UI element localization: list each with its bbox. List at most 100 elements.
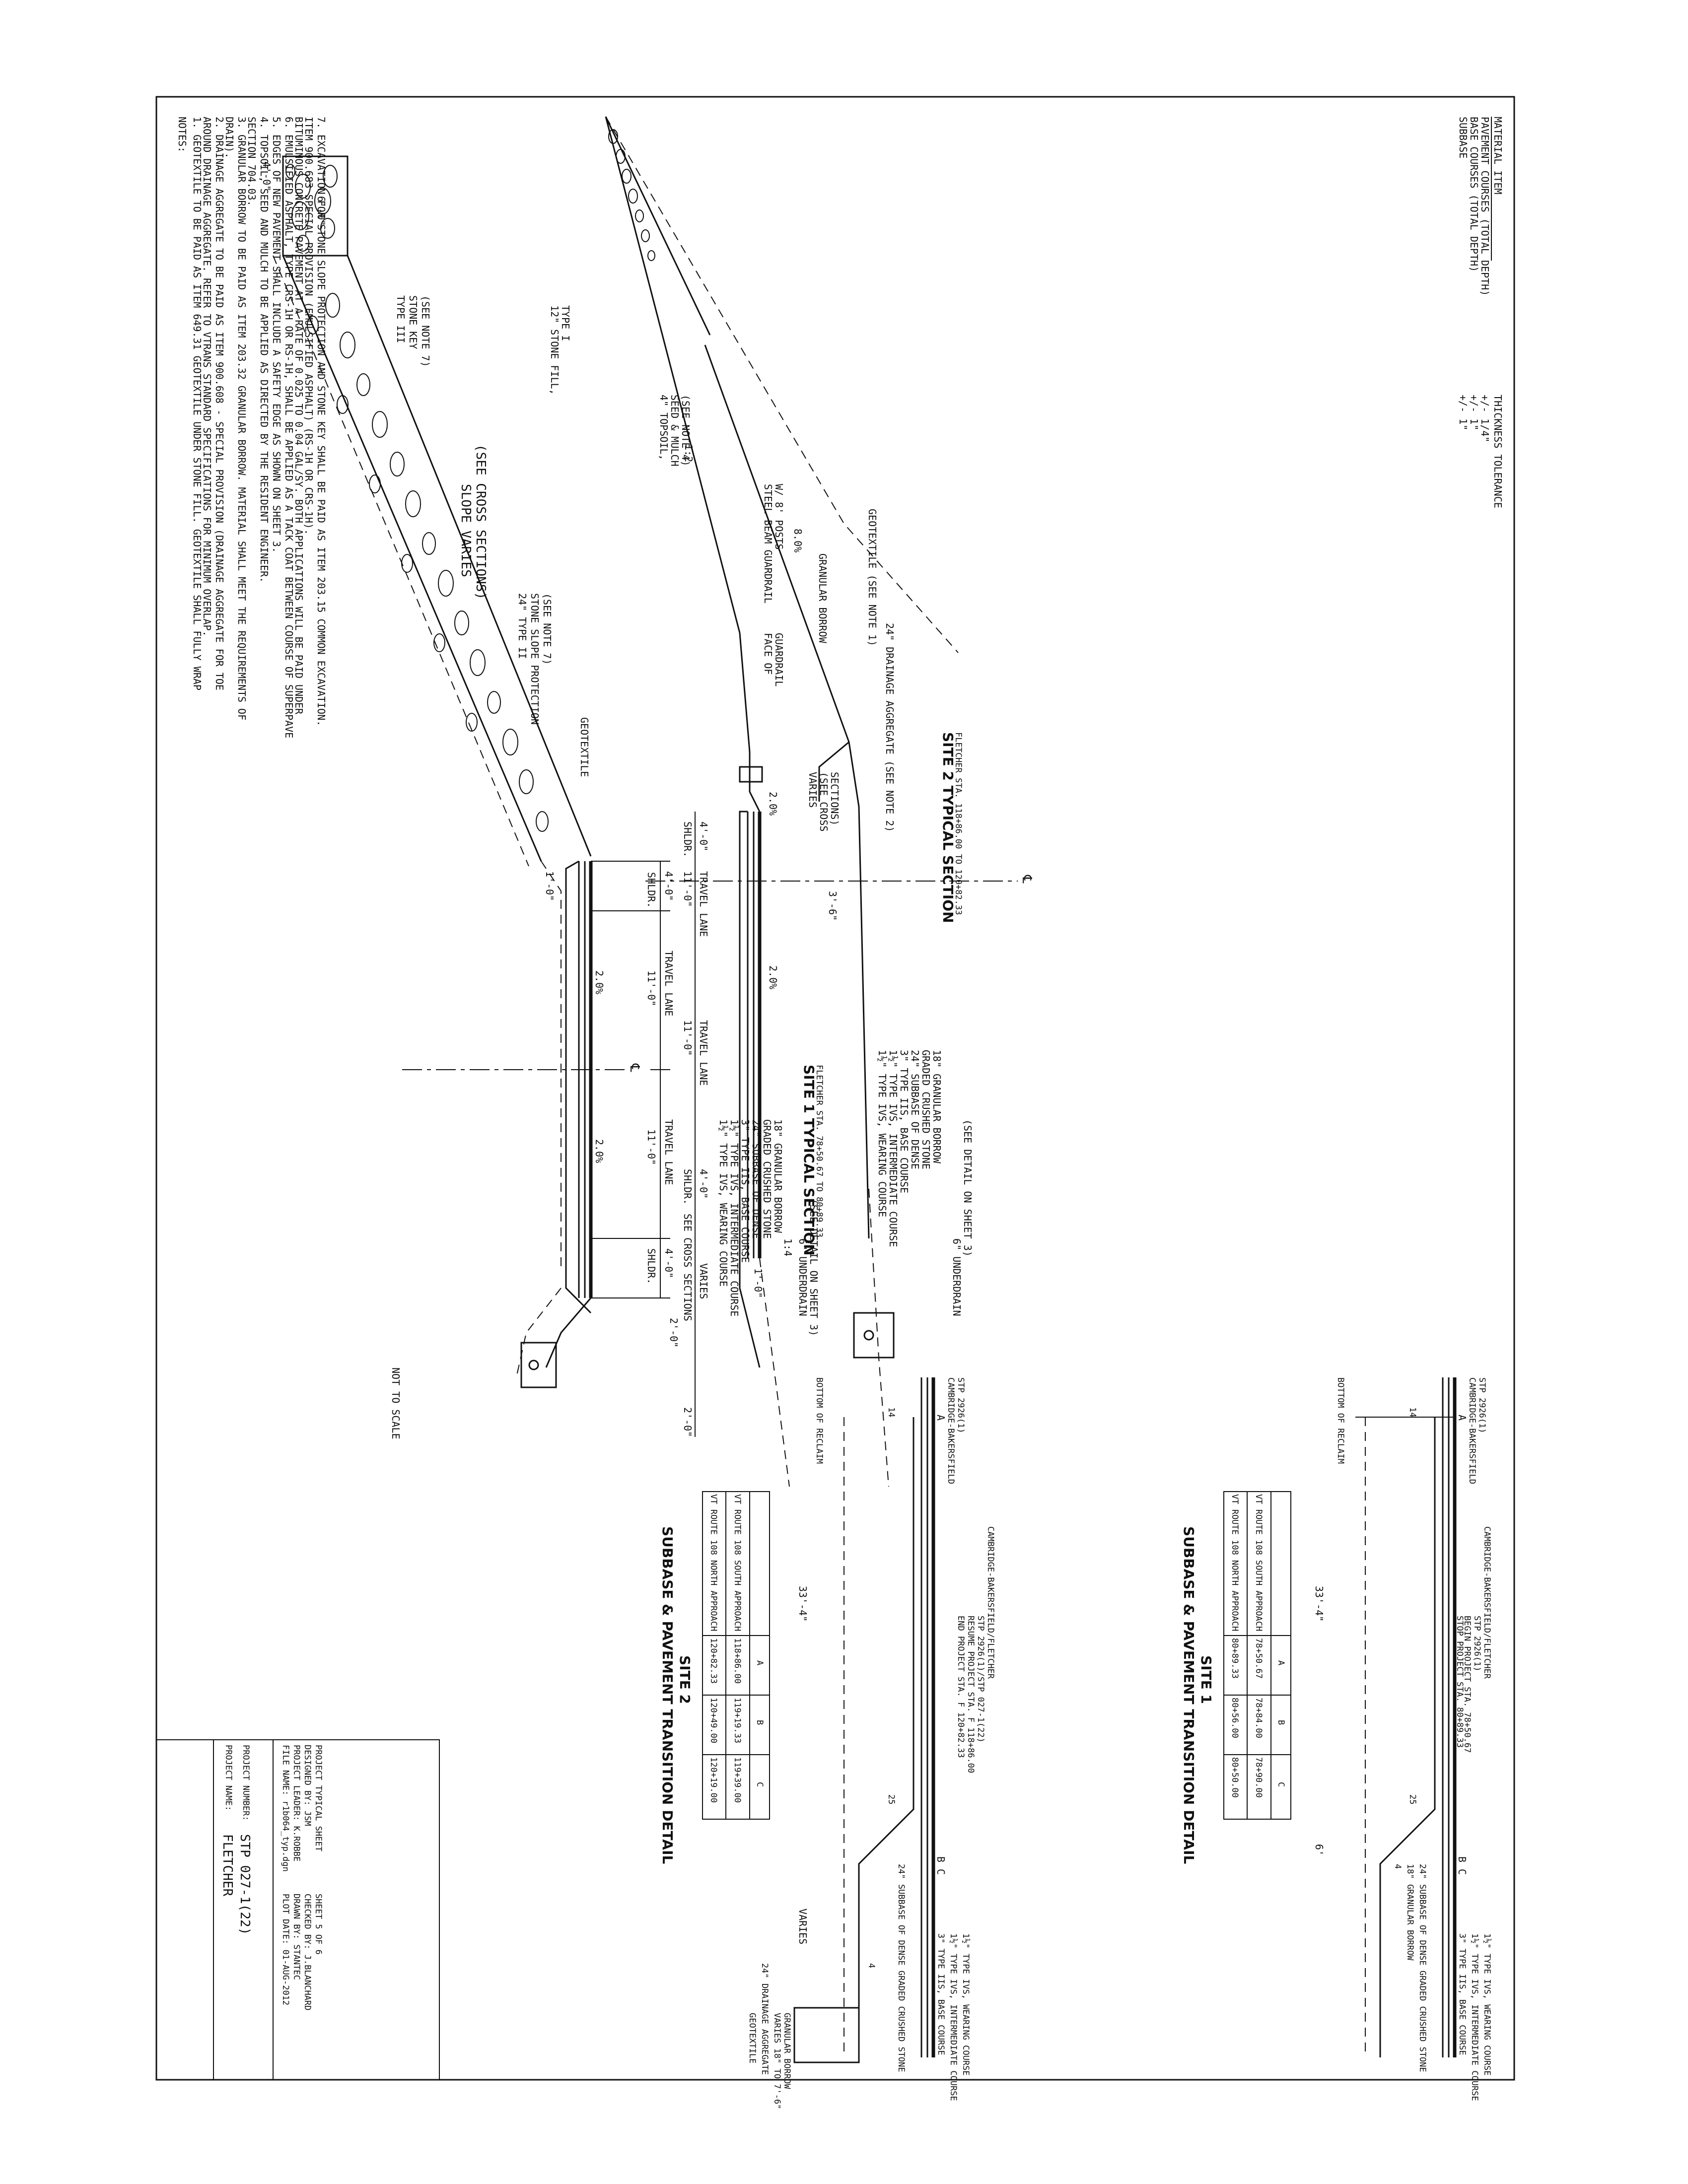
t1-proj-4: STOP PROJECT STA. 80+89.33 <box>1455 1616 1465 1748</box>
notes-heading: NOTES: <box>176 117 188 152</box>
notes: NOTES: 1. GEOTEXTILE TO BE PAID AS ITEM … <box>176 117 327 738</box>
t1-table: A B C VT ROUTE 108 SOUTH APPROACH 78+50.… <box>1223 1491 1291 1820</box>
t1-base: 3" TYPE IIS, BASE COURSE <box>1457 1933 1467 2055</box>
t1-r2-b: 80+56.00 <box>1230 1698 1240 1738</box>
site1-shldr-w-left: 4'-0" <box>663 871 675 901</box>
material-tol-1: +/- 1/4" <box>1479 395 1491 442</box>
site2-underdrain-l1: 6" UNDERDRAIN <box>951 1238 963 1316</box>
t1-r1-b: 78+84.00 <box>1254 1698 1264 1738</box>
site2-slope-8: 8.0% <box>792 529 804 552</box>
site1-travel-lane-left: TRAVEL LANE <box>663 951 675 1016</box>
site2-varies-l2: (SEE CROSS <box>818 772 830 831</box>
t2-dim33: 33'-4" <box>797 1586 809 1622</box>
site1-slope-right: 2.0% <box>593 1139 605 1163</box>
site2-see-xs: SEE CROSS SECTIONS <box>682 1214 694 1321</box>
site2-travel-right: TRAVEL LANE <box>698 1020 709 1086</box>
t1-dim6: 6' <box>1313 1844 1325 1856</box>
site2-underdrain <box>853 1312 895 1359</box>
t2-title-1: SITE 2 <box>677 1655 693 1704</box>
site2-stone-fill-l2: TYPE I <box>560 305 571 341</box>
tb-num: STP 027-1(22) <box>237 1834 252 1935</box>
site1-lane-w-left: 11'-0" <box>645 970 657 1006</box>
t2-th-c: C <box>755 1782 765 1787</box>
site2-layer-1: 1½" TYPE IVS, WEARING COURSE <box>876 1050 888 1217</box>
site1-layer-3: 3" TYPE IIS, BASE COURSE <box>739 1119 751 1263</box>
note-line-4: DRAIN). <box>223 117 235 158</box>
site1-layer-1: 1½" TYPE IVS, WEARING COURSE <box>717 1119 729 1287</box>
t2-geo: GEOTEXTILE <box>747 2013 757 2063</box>
t2-title-2: SUBBASE & PAVEMENT TRANSITION DETAIL <box>659 1526 676 1864</box>
site1-slope-prot-l1: 24" TYPE II <box>516 593 528 659</box>
tb-drawn: DRAWN BY: STANTEC <box>291 1894 301 1980</box>
site2-guardrail <box>739 766 763 783</box>
site2-shldr-right: SHLDR. <box>682 1169 694 1205</box>
site1-stone-texture <box>285 164 338 252</box>
site2-section: ℄ 4'-0" SHLDR. TRAVEL LANE 11'-0" TRAVEL… <box>549 116 1034 1487</box>
site2-geotextile: GEOTEXTILE (SEE NOTE 1) <box>866 509 878 646</box>
site1-shldr-right: SHLDR. <box>645 1248 657 1284</box>
t1-r2-a: 80+89.33 <box>1230 1638 1240 1679</box>
site2-layer-6: 18" GRANULAR BORROW <box>931 1050 943 1164</box>
note-line-10: BITUMINOUS CONCRETE PAVEMENT AT A RATE O… <box>293 117 305 715</box>
site1-layer-6: 18" GRANULAR BORROW <box>772 1119 784 1233</box>
site2-layer-4: 24" SUBBASE OF DENSE <box>909 1050 921 1169</box>
site2-varies: VARIES <box>698 1263 709 1299</box>
note-line-3: 2. DRAINAGE AGGREGATE TO BE PAID AS ITEM… <box>213 117 225 690</box>
site1-dim-4: 4'-0" <box>261 161 273 191</box>
site2-dim-1: 1'-0" <box>752 1268 764 1298</box>
not-to-scale: NOT TO SCALE <box>390 1367 402 1439</box>
site1-lane-w-right: 11'-0" <box>645 1129 657 1165</box>
site1-dim-6: 6'-0" <box>315 196 327 226</box>
note-line-2: AROUND DRAINAGE AGGREGATE. REFER TO VTRA… <box>201 117 213 637</box>
site1-underdrain-l1: 6" UNDERDRAIN <box>797 1238 809 1316</box>
note-line-8: 5. EDGES OF NEW PAVEMENT SHALL INCLUDE A… <box>271 117 282 553</box>
note-line-7: 4. TOPSOIL, SEED AND MULCH TO BE APPLIED… <box>258 117 270 583</box>
site2-underdrain-l2: (SEE DETAIL ON SHEET 3) <box>962 1119 974 1257</box>
tb-sheet-type: PROJECT TYPICAL SHEET <box>313 1745 323 1851</box>
t2-bottom: BOTTOM OF RECLAIM <box>814 1377 824 1464</box>
site1-slope-prot-l2: STONE SLOPE PROTECTION <box>529 593 541 725</box>
site1-cl-symbol: ℄ <box>627 1063 642 1072</box>
material-tol-header-text: THICKNESS TOLERANCE <box>1492 395 1504 508</box>
site2-lane-right: 11'-0" <box>682 1020 694 1056</box>
note-line-9: 6. EMULSIFIED ASPHALT, TYPE CRS-1H OR RS… <box>283 117 295 738</box>
note-line-11: ITEM 900.683 SPECIAL PROVISION (EMULSIFI… <box>303 117 315 535</box>
t2-proj-2: STP 2926(1)/STP 027-1(22) <box>976 1616 985 1743</box>
t1-wear: 1½" TYPE IVS, WEARING COURSE <box>1482 1933 1492 2076</box>
site2-shldr-w-right: 4'-0" <box>698 1169 709 1199</box>
site2-stone-fill <box>608 129 655 261</box>
t2-th-b: B <box>755 1720 765 1725</box>
tb-plot-date: PLOT DATE: 01-AUG-2012 <box>281 1894 290 2005</box>
t2-table: A B C VT ROUTE 108 SOUTH APPROACH 118+86… <box>702 1491 770 1820</box>
t2-base: 3" TYPE IIS, BASE COURSE <box>936 1933 946 2055</box>
t2-subbase: 24" SUBBASE OF DENSE GRADED CRUSHED STON… <box>896 1864 906 2072</box>
site2-guardrail-l2: W/ 8' POSTS <box>773 484 785 549</box>
site1-slope-varies: SLOPE VARIES <box>458 484 473 577</box>
t1-r2-c: 80+50.00 <box>1230 1757 1240 1798</box>
site1-slope-prot-l3: (SEE NOTE 7) <box>541 593 553 665</box>
t1-proj-2: STP 2926(1) <box>1472 1616 1482 1672</box>
t1-proj-1: CAMBRIDGE-BAKERSFIELD/FLETCHER <box>1482 1526 1492 1679</box>
t2-left-1: CAMBRIDGE-BAKERSFIELD <box>946 1377 956 1484</box>
t2-r2-a: 120+82.33 <box>708 1638 718 1684</box>
site1-slope-left: 2.0% <box>593 970 605 994</box>
t1-4: 4 <box>1393 1864 1403 1869</box>
site1-slope-protection <box>282 255 592 862</box>
t2-th-a: A <box>755 1660 765 1665</box>
site2-cl-symbol: ℄ <box>1019 875 1034 884</box>
t2-r2-b: 120+49.00 <box>708 1698 718 1743</box>
note-line-1: 1. GEOTEXTILE TO BE PAID AS ITEM 649.31 … <box>191 117 203 690</box>
t1-title-1: SITE 1 <box>1198 1655 1214 1704</box>
site2-face-l1: FACE OF <box>762 633 774 675</box>
site1-underdrain-l2: (SEE DETAIL ON SHEET 3) <box>808 1199 820 1336</box>
t2-B: B <box>935 1856 947 1862</box>
site2-topsoil-l3: (SEE NOTE 4) <box>680 395 692 467</box>
site1-title: SITE 1 TYPICAL SECTION <box>801 1065 817 1256</box>
site1-stone-key-l3: (SEE NOTE 7) <box>420 295 431 367</box>
t2-r1-c: 119+39.00 <box>732 1757 742 1803</box>
t1-25: 25 <box>1407 1794 1417 1804</box>
note-line-12: 7. EXCAVATION FOR STONE SLOPE PROTECTION… <box>315 117 327 726</box>
material-row-1: PAVEMENT COURSES (TOTAL DEPTH) <box>1479 117 1491 296</box>
site2-varies-l3: SECTIONS) <box>829 772 841 825</box>
